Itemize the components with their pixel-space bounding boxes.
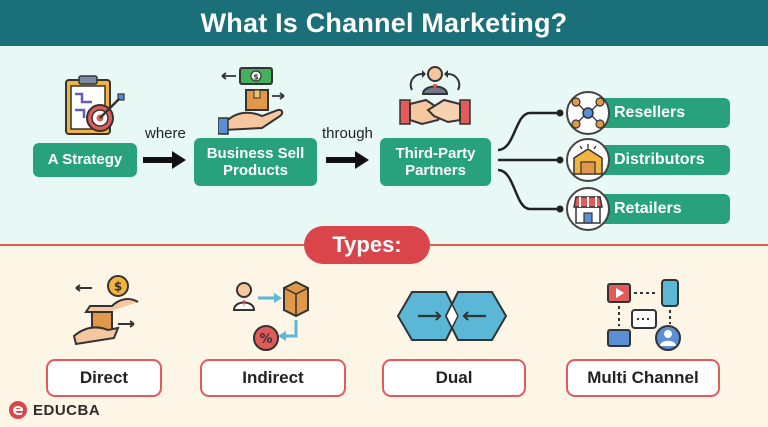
educba-logo-icon xyxy=(9,401,27,419)
where-label: where xyxy=(145,125,186,142)
through-label: through xyxy=(322,125,373,142)
arrow-where xyxy=(143,151,186,169)
header-bar: What Is Channel Marketing? xyxy=(0,0,768,46)
dual-hexagons-icon xyxy=(396,291,508,341)
pill-label: Resellers xyxy=(614,104,686,121)
indirect-flow-icon: % xyxy=(232,280,309,351)
type-direct: Direct xyxy=(46,359,162,397)
type-indirect: Indirect xyxy=(200,359,346,397)
resellers-network-icon xyxy=(566,91,610,135)
svg-text:%: % xyxy=(259,332,272,347)
brand-name: EDUCBA xyxy=(33,401,101,419)
page-title: What Is Channel Marketing? xyxy=(200,7,568,38)
partners-handshake-icon xyxy=(399,66,471,126)
partners-box: Third-Party Partners xyxy=(380,138,491,186)
distributors-warehouse-icon xyxy=(566,138,610,182)
business-hand-money-icon: $ xyxy=(218,67,285,135)
branch-dots xyxy=(556,109,564,213)
type-dual: Dual xyxy=(382,359,526,397)
business-box: Business Sell Products xyxy=(194,138,317,186)
type-multi-channel: Multi Channel xyxy=(566,359,720,397)
retail-store-icon xyxy=(566,187,610,231)
svg-text:$: $ xyxy=(114,280,122,294)
types-badge: Types: xyxy=(304,226,430,264)
strategy-clipboard-icon xyxy=(65,75,125,135)
direct-hand-exchange-icon: $ xyxy=(72,275,139,346)
branch-lines xyxy=(497,111,560,211)
strategy-box: A Strategy xyxy=(33,143,137,177)
pill-label: Retailers xyxy=(614,200,682,217)
arrow-through xyxy=(326,151,369,169)
svg-text:$: $ xyxy=(253,73,259,82)
brand-logo: EDUCBA xyxy=(8,400,100,420)
pill-label: Distributors xyxy=(614,151,705,168)
multi-channel-devices-icon xyxy=(607,279,681,351)
